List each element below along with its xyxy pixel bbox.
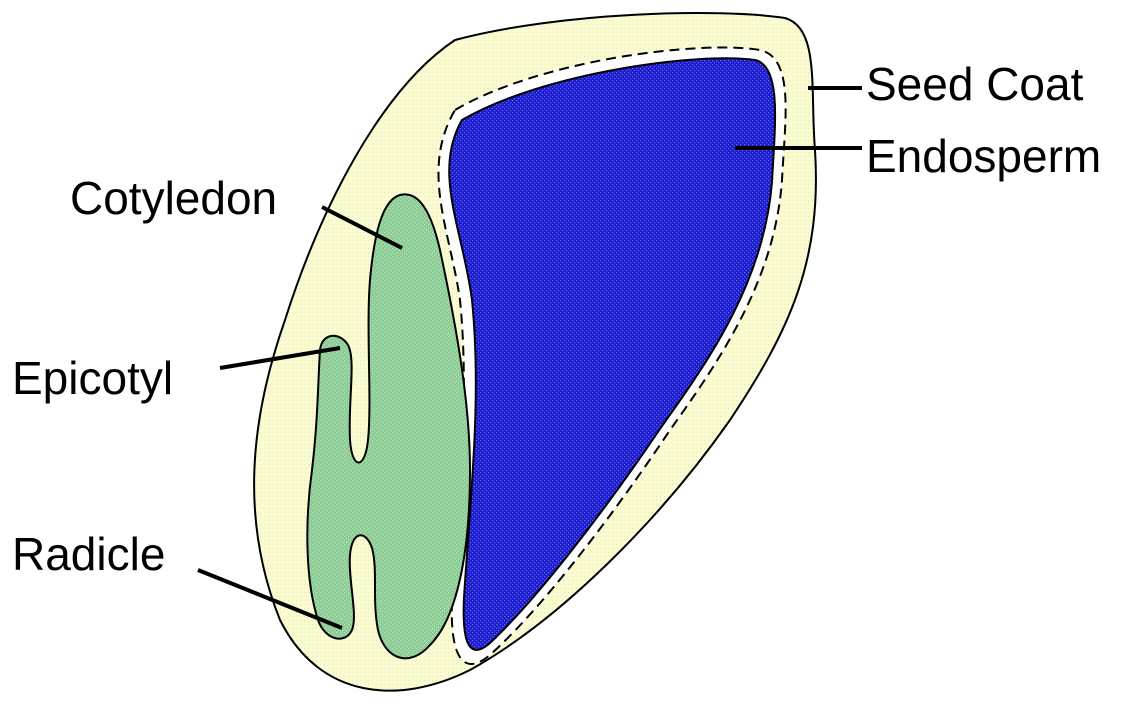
cotyledon-label: Cotyledon [70,172,277,224]
seed-coat-label: Seed Coat [866,58,1084,110]
epicotyl-label: Epicotyl [12,352,173,404]
endosperm-label: Endosperm [866,130,1101,182]
radicle-label: Radicle [12,528,165,580]
